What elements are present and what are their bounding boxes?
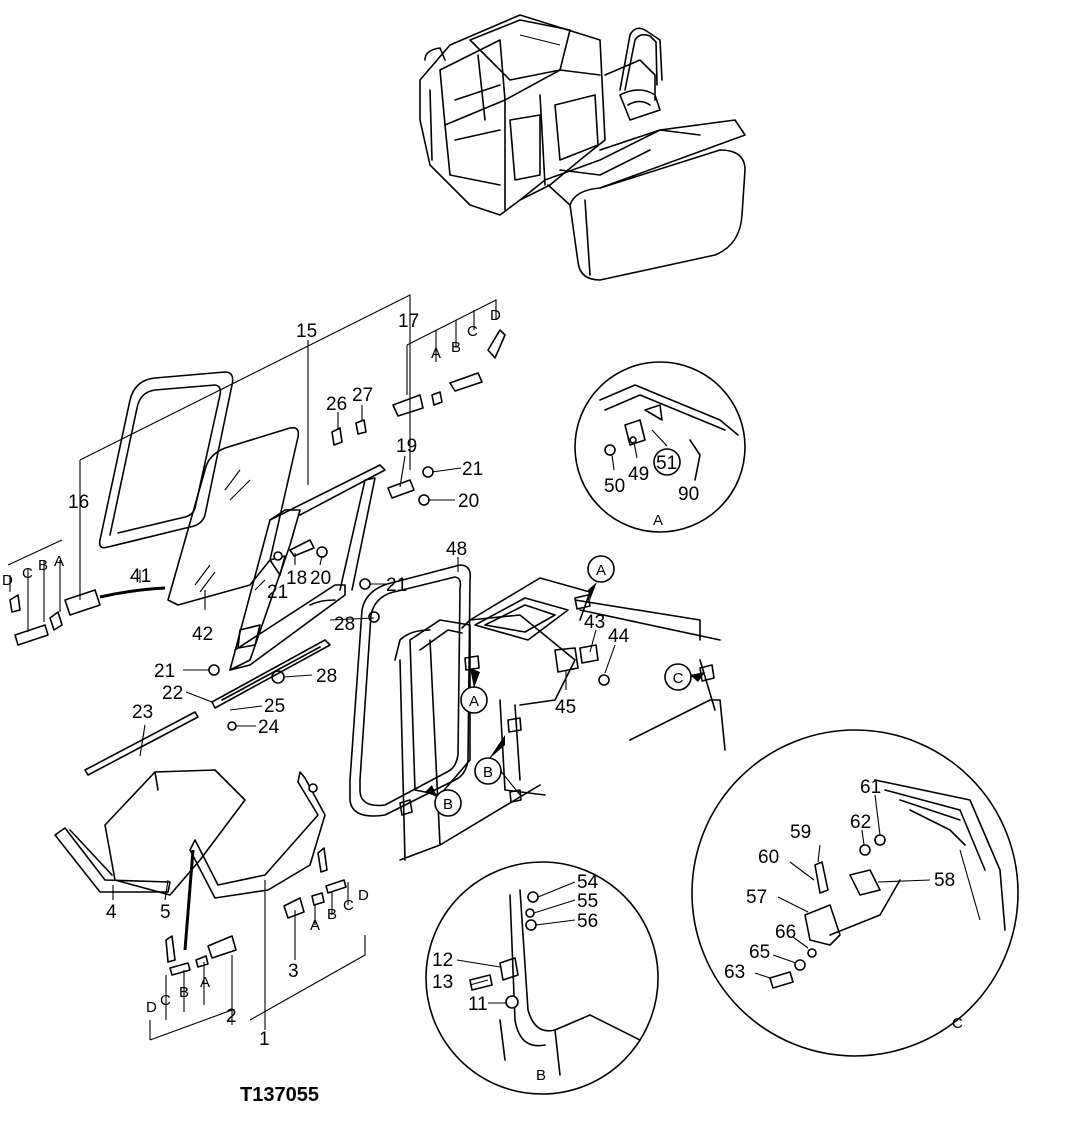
callout-57: 57: [746, 887, 767, 908]
view-marker-c-label: C: [673, 670, 684, 687]
callout-43: 43: [584, 612, 605, 633]
view-marker-a-bottom: [460, 686, 488, 714]
callout-51: 51: [656, 453, 677, 474]
leader-lines: [7, 294, 931, 1041]
letter-16-a: A: [54, 553, 64, 570]
callout-63: 63: [724, 962, 745, 983]
callout-13: 13: [432, 972, 453, 993]
letter-17-a: A: [431, 345, 441, 362]
callout-28a: 28: [334, 614, 355, 635]
callout-22: 22: [162, 683, 183, 704]
callout-17: 17: [398, 311, 419, 332]
callout-49: 49: [628, 464, 649, 485]
callout-56: 56: [577, 911, 598, 932]
letter-16-d: D: [2, 572, 13, 589]
callout-1: 1: [259, 1029, 270, 1050]
callout-58: 58: [934, 870, 955, 891]
callout-18: 18: [286, 568, 307, 589]
callout-5: 5: [160, 902, 171, 923]
lower-glass-assembly: [54, 769, 347, 976]
callout-25: 25: [264, 696, 285, 717]
letter-2-c: C: [160, 992, 171, 1009]
callout-20a: 20: [458, 491, 479, 512]
callout-55: 55: [577, 891, 598, 912]
letter-3-a: A: [310, 917, 320, 934]
callout-60: 60: [758, 847, 779, 868]
drawing-number: T137055: [240, 1084, 319, 1106]
view-marker-b-left: [434, 789, 462, 817]
callout-28b: 28: [316, 666, 337, 687]
callout-50: 50: [604, 476, 625, 497]
callout-12: 12: [432, 950, 453, 971]
callout-59: 59: [790, 822, 811, 843]
callout-21b: 21: [386, 575, 407, 596]
detail-view-labels: A B C: [536, 512, 963, 1084]
letter-17-b: B: [451, 339, 461, 356]
view-marker-a-top: [587, 555, 615, 583]
callout-41: 41: [130, 566, 151, 587]
letter-2-d: D: [146, 999, 157, 1016]
letter-3-b: B: [327, 906, 337, 923]
view-marker-c: [664, 663, 692, 691]
callout-21c: 21: [267, 582, 288, 603]
callout-48: 48: [446, 539, 467, 560]
callout-19: 19: [396, 436, 417, 457]
view-marker-a-top-label: A: [596, 562, 606, 579]
view-marker-b-left-label: B: [443, 796, 453, 813]
detail-label-b: B: [536, 1067, 546, 1084]
callout-11: 11: [468, 994, 488, 1015]
callout-3: 3: [288, 961, 299, 982]
callout-21a: 21: [462, 459, 483, 480]
detail-label-a: A: [653, 512, 663, 529]
callout-45: 45: [555, 697, 576, 718]
excavator-overview: [419, 14, 746, 281]
callout-65: 65: [749, 942, 770, 963]
letter-2-b: B: [179, 984, 189, 1001]
view-markers: A A B B C: [434, 555, 692, 817]
letter-2-a: A: [200, 974, 210, 991]
callout-54: 54: [577, 872, 599, 893]
callout-90: 90: [678, 484, 699, 505]
callout-20b: 20: [310, 568, 331, 589]
callout-21d: 21: [154, 661, 175, 682]
detail-view-a: [574, 361, 746, 533]
callout-numbers: 15 17 16 26 27 19 21 20 18 20 21 21 28 2…: [68, 311, 955, 1050]
cab-frame: [349, 564, 726, 861]
door-window-assembly: [9, 329, 506, 776]
letter-17-d: D: [490, 307, 501, 324]
detail-view-b: [425, 861, 659, 1095]
callout-24: 24: [258, 717, 280, 738]
view-marker-b-right-label: B: [483, 764, 493, 781]
callout-44: 44: [608, 626, 630, 647]
letter-16-c: C: [22, 565, 33, 582]
callout-16: 16: [68, 492, 89, 513]
callout-26: 26: [326, 394, 347, 415]
view-marker-a-bottom-label: A: [469, 693, 479, 710]
view-marker-b-right: [474, 757, 502, 785]
callout-27: 27: [352, 385, 373, 406]
subpart-letters: A B C D D C B A D C B A A B C D: [2, 307, 501, 1016]
callout-4: 4: [106, 902, 117, 923]
letter-16-b: B: [38, 557, 48, 574]
detail-label-c: C: [952, 1015, 963, 1032]
callout-66: 66: [775, 922, 796, 943]
callout-62: 62: [850, 812, 871, 833]
callout-42: 42: [192, 624, 213, 645]
detail-view-c: [691, 729, 1019, 1057]
callout-15: 15: [296, 321, 317, 342]
callout-23: 23: [132, 702, 153, 723]
callout-61: 61: [860, 777, 881, 798]
callout-2: 2: [226, 1006, 237, 1027]
letter-3-d: D: [358, 887, 369, 904]
letter-17-c: C: [467, 323, 478, 340]
letter-3-c: C: [343, 897, 354, 914]
